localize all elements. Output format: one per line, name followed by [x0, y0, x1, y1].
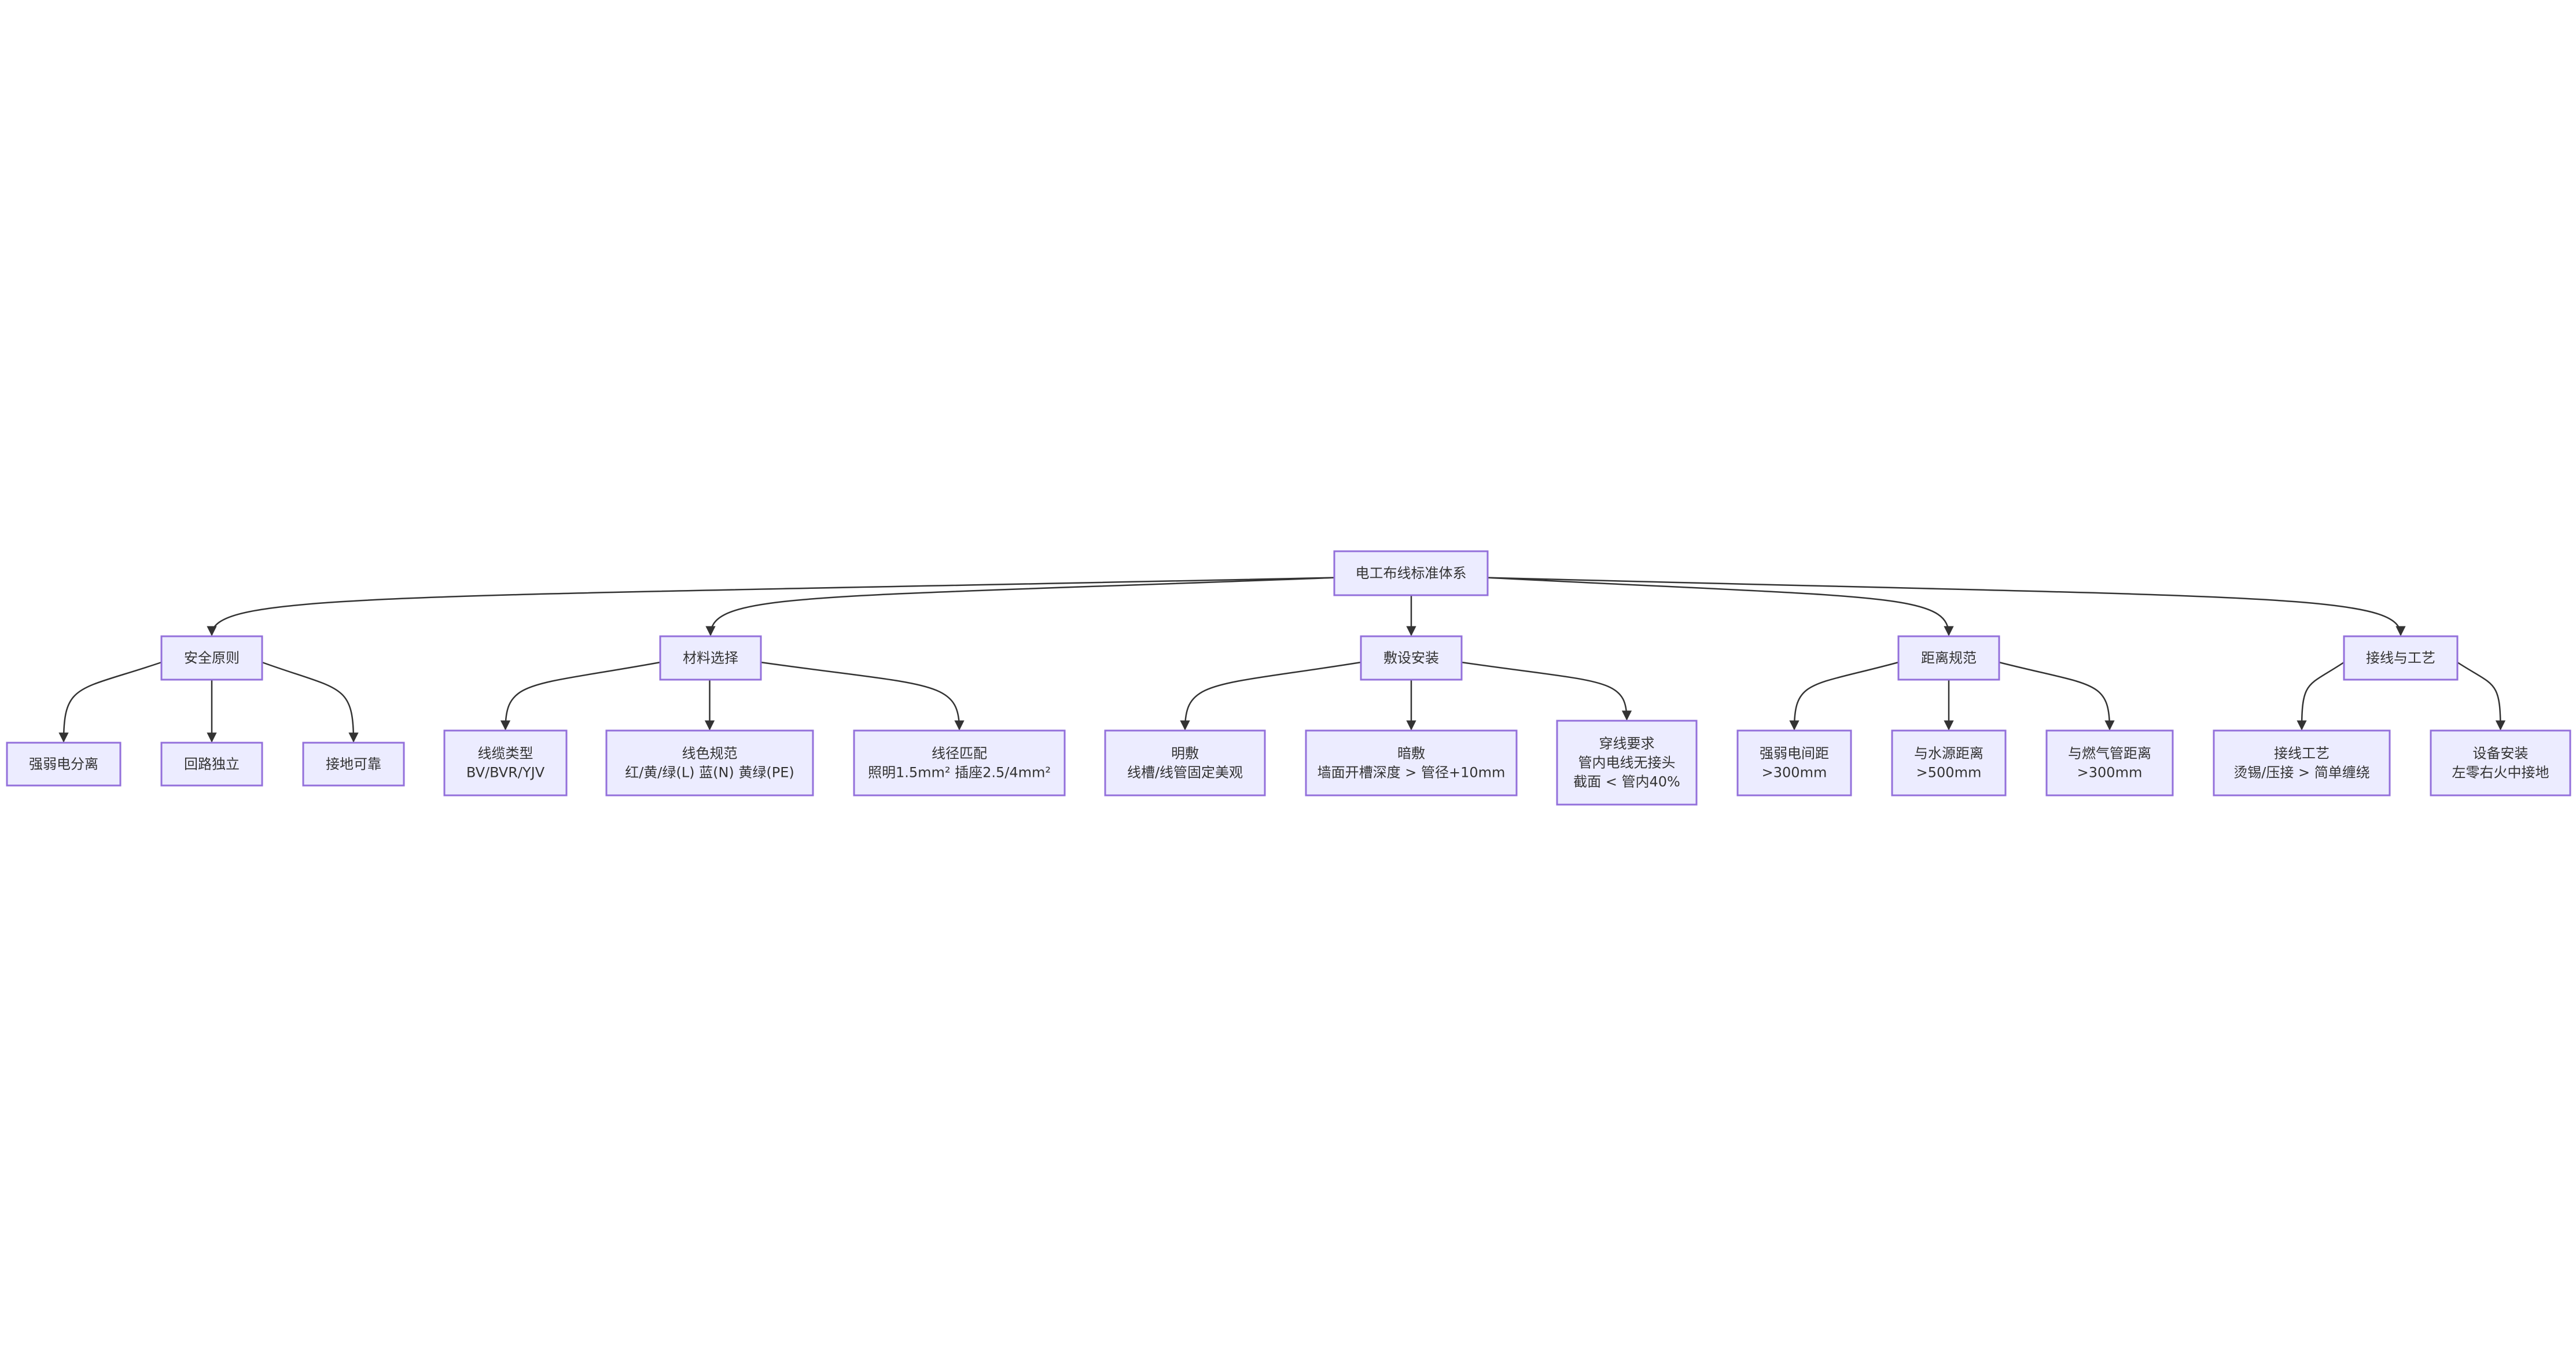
leaf-node-i2-label-line: 暗敷 [1397, 746, 1425, 762]
branch-node-material: 材料选择 [659, 635, 762, 681]
branch-node-material-box [659, 635, 762, 681]
leaf-node-i2-box [1305, 729, 1518, 797]
leaf-node-m1-label-line: 线缆类型 [478, 746, 533, 762]
edge-install-i3 [1461, 661, 1632, 721]
branch-node-wiring-box [2343, 635, 2459, 681]
branch-node-distance: 距离规范 [1897, 635, 2000, 681]
leaf-node-m2-box [605, 729, 814, 797]
branch-node-distance-label-line: 距离规范 [1921, 650, 1977, 666]
leaf-node-i3-label-line: 穿线要求 [1599, 736, 1655, 752]
edge-install-i1 [1180, 661, 1361, 731]
leaf-node-i2-label-line: 墙面开槽深度 > 管径+10mm [1318, 765, 1506, 781]
branch-node-safety-label-line: 安全原则 [184, 650, 240, 666]
root-node-label-line: 电工布线标准体系 [1356, 565, 1467, 581]
leaf-node-s3-label-line: 接地可靠 [326, 756, 381, 772]
edge-safety-s3 [262, 661, 359, 743]
leaf-node-s1-box [6, 742, 122, 787]
edge-material-m1 [500, 661, 661, 731]
leaf-node-i3-label-line: 管内电线无接头 [1578, 755, 1676, 771]
leaf-node-s3: 接地可靠 [302, 742, 405, 787]
leaf-node-m2-label-line: 红/黄/绿(L) 蓝(N) 黄绿(PE) [625, 765, 794, 781]
branch-node-install-box [1360, 635, 1463, 681]
leaf-node-i1-label-line: 线槽/线管固定美观 [1127, 765, 1243, 781]
branch-node-install: 敷设安装 [1360, 635, 1463, 681]
edge-distance-d1 [1789, 661, 1899, 731]
leaf-node-m3-label-line: 照明1.5mm² 插座2.5/4mm² [868, 765, 1051, 781]
edge-root-safety [207, 577, 1335, 636]
edge-root-wiring [1487, 577, 2406, 636]
leaf-node-i3-box [1556, 720, 1698, 806]
branch-node-distance-box [1897, 635, 2000, 681]
branch-node-wiring: 接线与工艺 [2343, 635, 2459, 681]
leaf-node-d1-label-line: >300mm [1762, 765, 1827, 781]
leaf-node-i1-label-line: 明敷 [1171, 746, 1199, 762]
leaf-node-d2-label-line: >500mm [1916, 765, 1982, 781]
edge-root-material [705, 577, 1335, 636]
edge-distance-d3 [1999, 661, 2115, 731]
leaf-node-w1-box [2213, 729, 2391, 797]
leaf-node-m3-label-line: 线径匹配 [932, 746, 987, 762]
edge-safety-s1 [58, 661, 162, 743]
branch-node-wiring-label-line: 接线与工艺 [2366, 650, 2435, 666]
root-node-box [1333, 550, 1489, 596]
leaf-node-w1-label-line: 接线工艺 [2274, 746, 2330, 762]
leaf-node-m1-box [443, 729, 568, 797]
edge-root-distance [1487, 577, 1954, 636]
root-node: 电工布线标准体系 [1333, 550, 1489, 596]
edge-material-m3 [760, 661, 965, 731]
branch-node-install-label-line: 敷设安装 [1383, 650, 1439, 666]
leaf-node-m3-box [853, 729, 1066, 797]
edge-wiring-w1 [2297, 661, 2345, 731]
leaf-node-d3-box [2045, 729, 2174, 797]
leaf-node-s3-box [302, 742, 405, 787]
leaf-node-d1-box [1736, 729, 1852, 797]
branch-node-safety-box [160, 635, 263, 681]
leaf-node-d2-box [1891, 729, 2007, 797]
leaf-node-d3-label-line: >300mm [2077, 765, 2143, 781]
edges [58, 577, 2506, 743]
leaf-node-d3-label-line: 与燃气管距离 [2068, 746, 2151, 762]
leaf-node-w2-label-line: 左零右火中接地 [2452, 765, 2549, 781]
leaf-node-m1: 线缆类型 BV/BVR/YJV [443, 729, 568, 797]
branch-node-material-label-line: 材料选择 [683, 650, 738, 666]
leaf-node-m2-label-line: 线色规范 [682, 746, 738, 762]
leaf-node-d2-label-line: 与水源距离 [1914, 746, 1983, 762]
leaf-node-s2: 回路独立 [160, 742, 263, 787]
leaf-node-w2-label-line: 设备安装 [2473, 746, 2529, 762]
edge-wiring-w2 [2457, 661, 2506, 731]
leaf-node-d3: 与燃气管距离 >300mm [2045, 729, 2174, 797]
leaf-node-i1-box [1104, 729, 1266, 797]
leaf-node-s2-label-line: 回路独立 [184, 756, 240, 772]
leaf-node-i3-label-line: 截面 < 管内40% [1573, 774, 1680, 790]
leaf-node-m1-label-line: BV/BVR/YJV [466, 765, 545, 781]
leaf-node-d2: 与水源距离 >500mm [1891, 729, 2007, 797]
leaf-node-d1-label-line: 强弱电间距 [1760, 746, 1829, 762]
leaf-node-s1: 强弱电分离 [6, 742, 122, 787]
leaf-node-s2-box [160, 742, 263, 787]
leaf-node-s1-label-line: 强弱电分离 [29, 756, 98, 772]
leaf-node-w2-box [2430, 729, 2571, 797]
leaf-node-w1-label-line: 烫锡/压接 > 简单缠绕 [2233, 765, 2369, 781]
leaf-node-d1: 强弱电间距 >300mm [1736, 729, 1852, 797]
branch-node-safety: 安全原则 [160, 635, 263, 681]
